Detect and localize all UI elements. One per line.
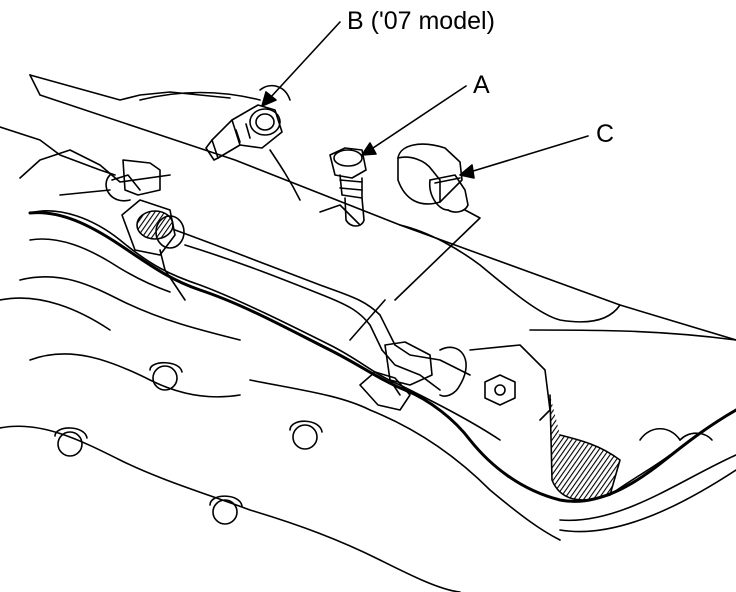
callout-leaders bbox=[261, 21, 589, 179]
fitting-b bbox=[139, 84, 301, 201]
leader-a bbox=[369, 85, 467, 151]
pipe-mid-clamp bbox=[359, 341, 467, 411]
arrowhead-c bbox=[459, 164, 475, 179]
casting-holes bbox=[54, 361, 323, 525]
leader-b bbox=[269, 21, 341, 99]
callout-label-c: C bbox=[596, 120, 615, 148]
wire-harness bbox=[28, 211, 736, 503]
arrowhead-b bbox=[261, 91, 277, 107]
engine-housing-outline bbox=[0, 74, 736, 341]
arrowhead-a bbox=[361, 142, 377, 156]
fitting-a bbox=[329, 147, 367, 227]
pipe-clamp-bracket bbox=[105, 159, 186, 301]
callout-label-a: A bbox=[473, 71, 490, 99]
mounting-bolt bbox=[469, 344, 551, 421]
plug-c bbox=[397, 143, 469, 213]
callout-label-b: B ('07 model) bbox=[347, 7, 495, 35]
bellows-boot bbox=[549, 394, 736, 533]
transmission-case-outline bbox=[0, 210, 561, 592]
fluid-pipe bbox=[174, 229, 471, 391]
leader-c bbox=[469, 135, 589, 173]
